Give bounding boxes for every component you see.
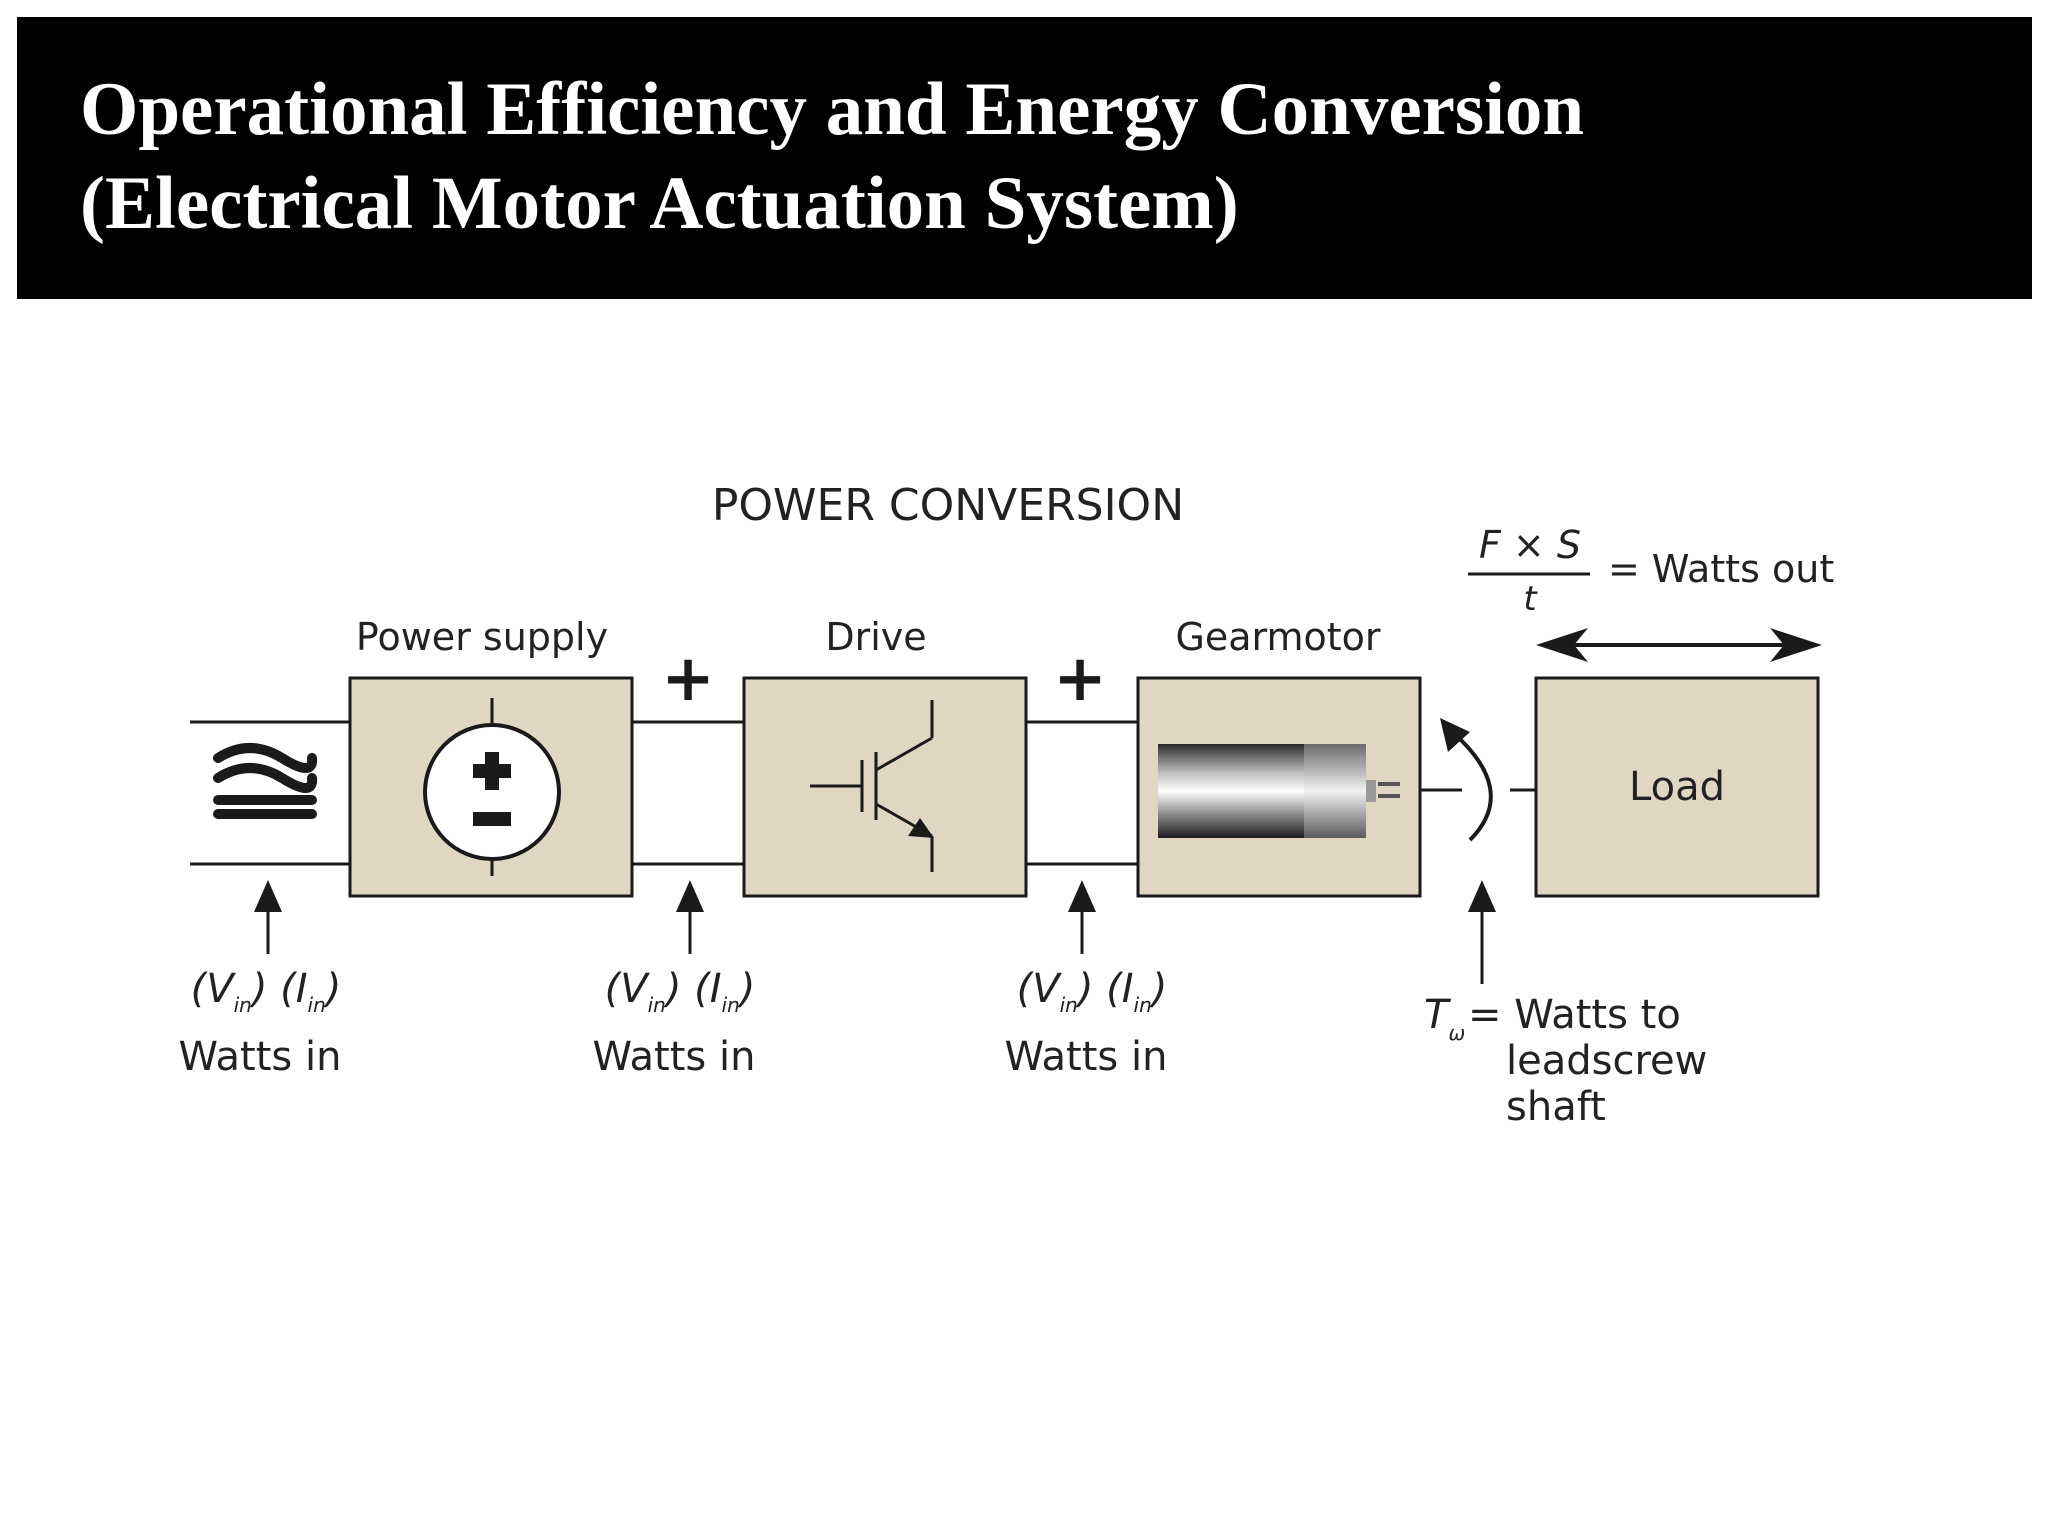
dc-source-icon [423,698,561,876]
transistor-icon [810,700,934,872]
rotation-arrow-icon [1440,718,1493,842]
power-supply-label: Power supply [356,615,608,659]
measurement-label-3: (Vin) (Iin) Watts in [1005,966,1168,1080]
title-bar: Operational Efficiency and Energy Conver… [17,17,2032,299]
torque-label: Tω = Watts to leadscrew shaft [1424,992,1707,1130]
up-arrow-icon [1068,880,1096,954]
gearmotor-label: Gearmotor [1175,615,1380,659]
watts-in-label: Watts in [179,1034,342,1080]
formula-denominator: t [1523,579,1538,619]
up-arrow-icon [254,880,282,954]
up-arrow-icon [1468,880,1496,984]
svg-text:shaft: shaft [1506,1084,1606,1130]
svg-text:= Watts to: = Watts to [1468,992,1681,1038]
measurement-label-2: (Vin) (Iin) Watts in [593,966,756,1080]
page-title-line-2: (Electrical Motor Actuation System) [80,162,1239,245]
drive-block [742,676,1028,898]
watts-in-label: Watts in [593,1034,756,1080]
svg-text:leadscrew: leadscrew [1506,1038,1707,1084]
formula-numerator: F × S [1479,523,1581,567]
svg-text:(Vin) (Iin): (Vin) (Iin) [1017,966,1168,1017]
up-arrow-icon [676,880,704,954]
diagram-heading: POWER CONVERSION [712,480,1184,531]
load-block [1534,676,1820,898]
wires [190,720,1536,866]
plus-sign: + [1053,642,1107,716]
watts-out-label: = Watts out [1608,547,1834,591]
svg-text:Tω: Tω [1424,992,1465,1045]
svg-text:(Vin) (Iin): (Vin) (Iin) [191,966,342,1017]
plus-sign: + [661,642,715,716]
watts-out-formula: F × S t = Watts out [1468,523,1834,619]
page-title-line-1: Operational Efficiency and Energy Conver… [80,68,1585,151]
measurement-label-1: (Vin) (Iin) Watts in [179,966,342,1080]
svg-text:(Vin) (Iin): (Vin) (Iin) [605,966,756,1017]
motor-icon [1158,744,1400,838]
watts-in-label: Watts in [1005,1034,1168,1080]
double-arrow-icon [1536,628,1822,662]
ac-source-icon [213,743,318,819]
drive-label: Drive [825,615,926,659]
load-label: Load [1629,764,1725,810]
